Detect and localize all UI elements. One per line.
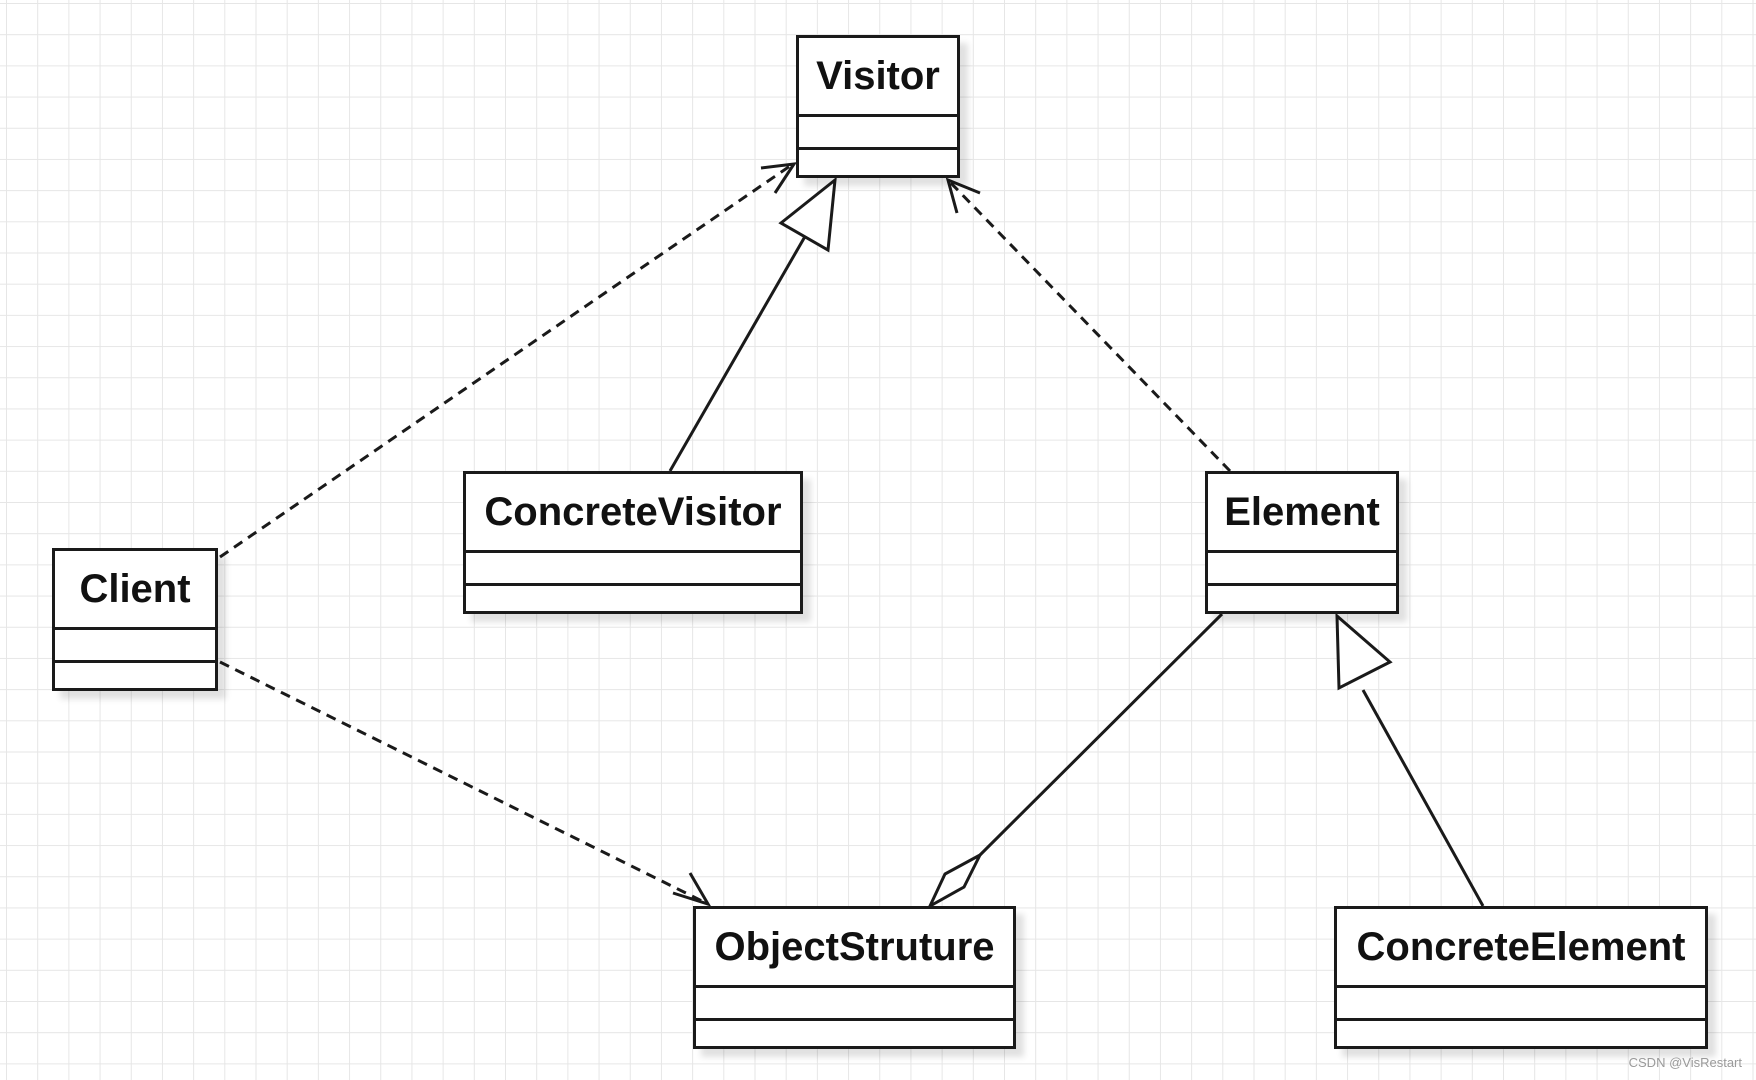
operations-compartment: [55, 663, 215, 688]
dependency-client-objectstructure: [219, 660, 712, 907]
attributes-compartment: [55, 630, 215, 663]
class-name: Element: [1208, 474, 1396, 553]
dependency-element-visitor: [945, 177, 1232, 473]
attributes-compartment: [799, 117, 957, 150]
class-element[interactable]: Element: [1205, 471, 1399, 614]
attributes-compartment: [466, 553, 800, 586]
class-visitor[interactable]: Visitor: [796, 35, 960, 178]
attributes-compartment: [1337, 988, 1705, 1021]
class-client[interactable]: Client: [52, 548, 218, 691]
operations-compartment: [696, 1021, 1013, 1046]
class-name: ConcreteVisitor: [466, 474, 800, 553]
attributes-compartment: [696, 988, 1013, 1021]
class-name: ConcreteElement: [1337, 909, 1705, 988]
class-concrete-visitor[interactable]: ConcreteVisitor: [463, 471, 803, 614]
operations-compartment: [1337, 1021, 1705, 1046]
operations-compartment: [1208, 586, 1396, 611]
class-object-structure[interactable]: ObjectStruture: [693, 906, 1016, 1049]
class-name: Client: [55, 551, 215, 630]
generalization-concreteelement-element: [1335, 612, 1485, 907]
generalization-concretevisitor-visitor: [668, 176, 837, 472]
operations-compartment: [799, 150, 957, 175]
aggregation-objectstructure-element: [926, 612, 1224, 910]
attributes-compartment: [1208, 553, 1396, 586]
dependency-client-visitor: [219, 162, 798, 559]
class-name: Visitor: [799, 38, 957, 117]
class-concrete-element[interactable]: ConcreteElement: [1334, 906, 1708, 1049]
class-name: ObjectStruture: [696, 909, 1013, 988]
watermark: CSDN @VisRestart: [1628, 1055, 1742, 1070]
operations-compartment: [466, 586, 800, 611]
